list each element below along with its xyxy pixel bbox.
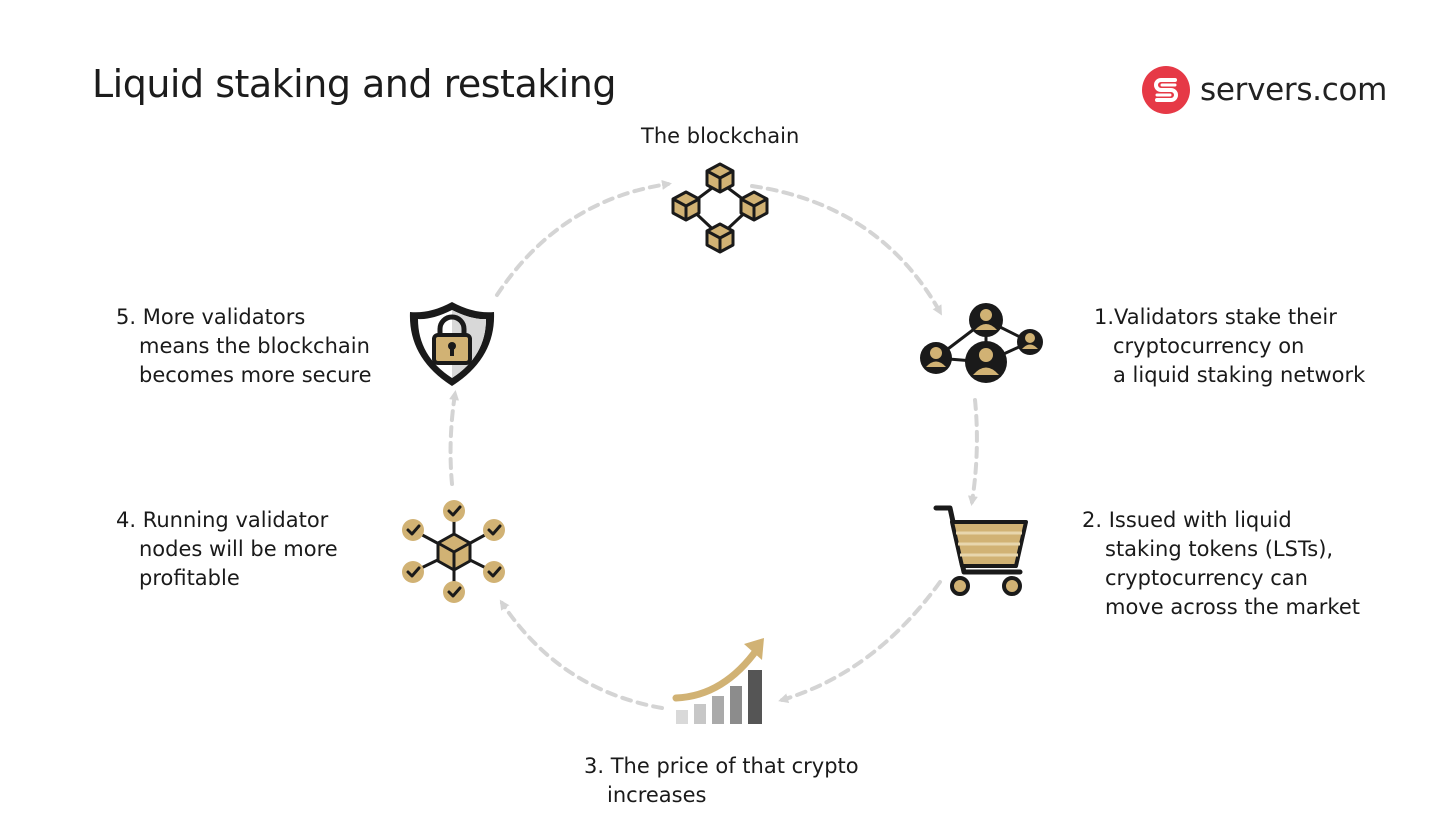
step5-line-2: means the blockchain bbox=[139, 334, 370, 358]
step2-line-1: 2. Issued with liquid bbox=[1082, 508, 1292, 532]
step4-line-1: 4. Running validator bbox=[116, 508, 329, 532]
step2-line-2: staking tokens (LSTs), bbox=[1105, 537, 1334, 561]
step4-line-3: profitable bbox=[139, 566, 240, 590]
arrow-step1-to-step2 bbox=[967, 398, 979, 506]
shield-lock-icon bbox=[409, 302, 495, 386]
blockchain-label-text: The blockchain bbox=[641, 124, 800, 148]
arrow-step2-to-step3 bbox=[778, 580, 942, 704]
step1-label: 1.Validators stake their cryptocurrency … bbox=[1094, 303, 1365, 390]
step2-label: 2. Issued with liquid staking tokens (LS… bbox=[1082, 506, 1360, 622]
arrow-step4-to-step5 bbox=[448, 390, 460, 486]
growth-chart-icon bbox=[672, 638, 764, 724]
step5-label: 5. More validators means the blockchain … bbox=[116, 303, 372, 390]
arrow-step5-to-blockchain bbox=[495, 179, 672, 297]
brand-name: servers.com bbox=[1200, 72, 1388, 108]
validator-nodes-icon bbox=[402, 500, 505, 603]
arrow-blockchain-to-step1 bbox=[750, 184, 942, 316]
step3-label: 3. The price of that crypto increases bbox=[584, 752, 859, 810]
step5-line-3: becomes more secure bbox=[139, 363, 372, 387]
servers-logo-icon bbox=[1142, 66, 1190, 114]
step2-line-3: cryptocurrency can bbox=[1105, 566, 1308, 590]
blockchain-icon bbox=[671, 162, 769, 254]
step1-line-2: cryptocurrency on bbox=[1113, 334, 1305, 358]
brand-logo[interactable]: servers.com bbox=[1142, 66, 1387, 114]
step4-line-2: nodes will be more bbox=[139, 537, 338, 561]
page-title: Liquid staking and restaking bbox=[92, 62, 617, 106]
step3-line-1: 3. The price of that crypto bbox=[584, 754, 859, 778]
step3-line-2: increases bbox=[607, 783, 707, 807]
step5-line-1: 5. More validators bbox=[116, 305, 306, 329]
blockchain-label: The blockchain bbox=[641, 122, 799, 151]
step1-line-1: 1.Validators stake their bbox=[1094, 305, 1337, 329]
step4-label: 4. Running validator nodes will be more … bbox=[116, 506, 338, 593]
step1-line-3: a liquid staking network bbox=[1113, 363, 1366, 387]
step2-line-4: move across the market bbox=[1105, 595, 1360, 619]
validators-network-icon bbox=[920, 303, 1043, 383]
arrow-step3-to-step4 bbox=[499, 599, 664, 710]
shopping-cart-icon bbox=[933, 505, 1028, 596]
